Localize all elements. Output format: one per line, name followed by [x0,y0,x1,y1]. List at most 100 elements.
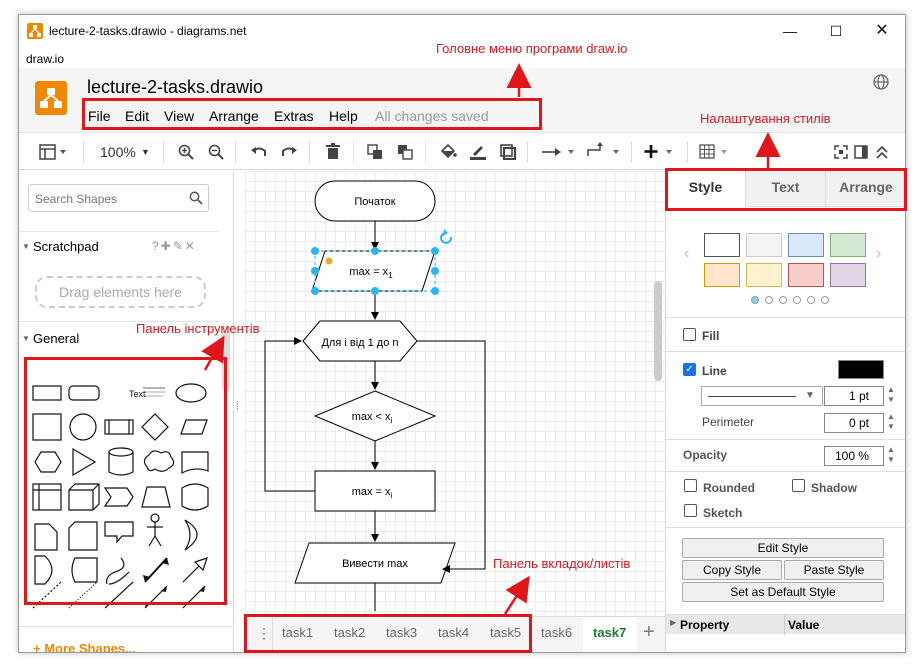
delete-icon[interactable] [325,143,341,160]
scratchpad-chevron-icon[interactable]: ▼ [22,242,30,251]
line-pattern-select[interactable]: ▼ [701,386,823,406]
line-checkbox[interactable]: ✓ [683,363,696,376]
connection-style-icon[interactable] [541,144,577,160]
panel-toggle-icon[interactable] [39,144,69,160]
minimize-button[interactable]: — [783,23,797,39]
menu-file[interactable]: File [88,108,111,124]
tab-task1[interactable]: task1 [282,625,314,640]
swatch-prev-icon[interactable]: ‹ [684,245,690,262]
expand-chevron-icon[interactable]: ▶ [670,618,677,627]
waypoints-icon[interactable] [586,142,622,160]
more-shapes-button[interactable]: + More Shapes... [33,641,136,652]
copy-style-button[interactable]: Copy Style [682,560,782,580]
fullscreen-icon[interactable] [834,145,848,159]
toolbar-separator [235,141,236,163]
globe-icon[interactable] [873,74,889,90]
tab-task4[interactable]: task4 [438,625,470,640]
style-swatch-5[interactable] [704,263,740,287]
opacity-input[interactable]: 100 % [824,446,884,466]
rounded-checkbox[interactable] [684,479,697,492]
divider [666,471,905,472]
shadow-checkbox[interactable] [792,479,805,492]
tab-task5[interactable]: task5 [490,625,522,640]
zoom-dropdown-icon[interactable]: ▼ [141,147,150,157]
general-title[interactable]: General [33,331,80,346]
perimeter-input[interactable]: 0 pt [824,413,884,433]
tab-style[interactable]: Style [666,171,746,207]
panel-resize-handle[interactable]: ⁞ [236,401,239,412]
to-back-icon[interactable] [397,144,414,160]
shape-delay [34,555,53,585]
zoom-level[interactable]: 100% [100,144,136,160]
menu-help[interactable]: Help [329,108,358,124]
canvas-vscrollbar[interactable] [654,281,662,381]
annotation-tool-panel: Панель інструментів [136,321,260,336]
tab-task2[interactable]: task2 [334,625,366,640]
tab-task3[interactable]: task3 [386,625,418,640]
set-default-style-button[interactable]: Set as Default Style [682,582,884,602]
diagram-canvas[interactable]: Початок max = x1 Для i від 1 до n max < … [245,171,665,623]
spinner-icon[interactable]: ▲▼ [887,445,895,464]
scratchpad-title[interactable]: Scratchpad [33,239,99,254]
line-color-button[interactable] [838,360,884,379]
to-front-icon[interactable] [367,144,384,160]
divider [272,617,273,652]
shape-step [103,487,134,507]
tab-arrange[interactable]: Arrange [826,171,905,207]
spinner-icon[interactable]: ▲▼ [887,412,895,431]
line-width-input[interactable]: 1 pt [824,386,884,406]
sketch-checkbox[interactable] [684,504,697,517]
style-swatch-6[interactable] [746,263,782,287]
scratchpad-dropzone[interactable]: Drag elements here [35,276,206,308]
pages-menu-icon[interactable]: ⋮ [257,625,271,641]
zoom-in-icon[interactable] [178,144,194,160]
assign2-label: max = xi [352,486,393,500]
shape-curve [106,557,130,585]
menu-arrange[interactable]: Arrange [209,108,259,124]
style-swatch-3[interactable] [788,233,824,257]
style-swatch-1[interactable] [704,233,740,257]
spinner-icon[interactable]: ▲▼ [887,385,895,404]
search-icon[interactable] [189,191,203,205]
table-icon[interactable] [699,143,735,161]
general-shapes-palette[interactable]: Text [25,372,225,617]
style-swatch-4[interactable] [830,233,866,257]
menu-extras[interactable]: Extras [274,108,314,124]
undo-icon[interactable] [250,144,268,160]
zoom-out-icon[interactable] [208,144,224,160]
document-title[interactable]: lecture-2-tasks.drawio [87,77,264,97]
fill-color-icon[interactable] [439,143,457,160]
maximize-button[interactable]: ☐ [829,23,843,39]
style-swatch-7[interactable] [788,263,824,287]
collapse-icon[interactable] [875,144,889,160]
swatch-page-dots[interactable] [750,295,840,305]
add-page-icon[interactable]: + [643,621,655,643]
menu-edit[interactable]: Edit [125,108,150,124]
fill-checkbox[interactable] [683,328,696,341]
line-color-icon[interactable] [469,143,487,160]
edit-style-button[interactable]: Edit Style [682,538,884,558]
general-chevron-icon[interactable]: ▼ [22,334,30,343]
annotation-main-menu: Головне меню програми draw.io [436,41,628,56]
tab-task7[interactable]: task7 [593,625,627,640]
close-button[interactable]: ✕ [875,22,889,39]
shapes-panel: Search Shapes ▼ Scratchpad ?✚✎✕ Drag ele… [19,171,234,652]
format-panel-icon[interactable] [854,145,868,159]
redo-icon[interactable] [280,144,298,160]
tab-task6[interactable]: task6 [541,625,573,640]
scratchpad-actions[interactable]: ?✚✎✕ [152,239,197,253]
search-placeholder: Search Shapes [35,192,118,206]
search-shapes-field[interactable]: Search Shapes [28,184,209,212]
style-swatch-2[interactable] [746,233,782,257]
swatch-next-icon[interactable]: › [876,245,882,262]
flowchart[interactable]: Початок max = x1 Для i від 1 до n max < … [245,171,665,618]
insert-plus-icon[interactable] [643,143,679,161]
divider [784,615,785,635]
tab-text[interactable]: Text [746,171,826,207]
toolbar-separator [527,141,528,163]
style-swatch-8[interactable] [830,263,866,287]
paste-style-button[interactable]: Paste Style [784,560,884,580]
menu-view[interactable]: View [164,108,195,124]
format-tabs: Style Text Arrange [666,171,905,207]
shadow-icon[interactable] [499,143,517,160]
